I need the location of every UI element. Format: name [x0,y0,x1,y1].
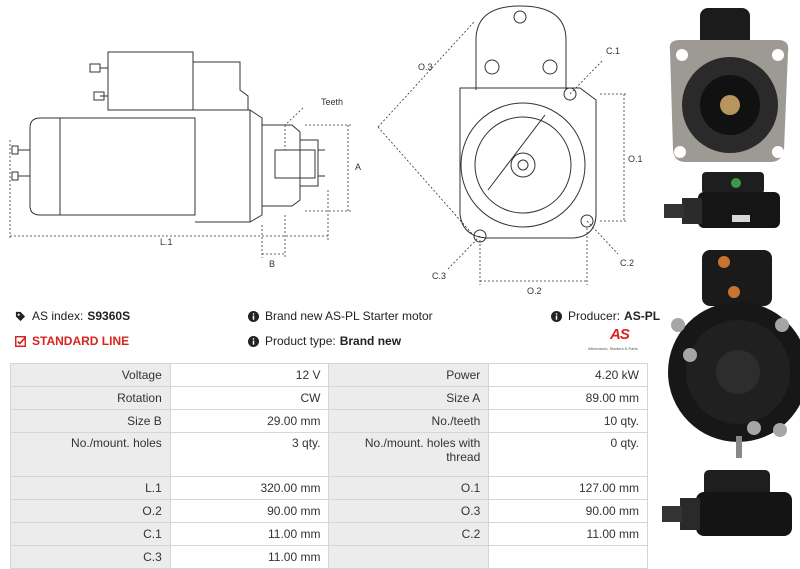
product-type-label: Product type: [265,334,336,348]
spec-value: 90.00 mm [488,499,648,523]
spec-key: C.2 [328,522,490,546]
solenoid-cap-outline [193,61,249,111]
spec-value: 320.00 mm [169,476,330,500]
drive-housing-outline [195,109,263,223]
teeth-label: Teeth [321,97,343,107]
checkbox-icon [15,335,26,347]
photo-front-flange [669,8,789,162]
spec-value: CW [169,386,330,410]
spec-value: 11.00 mm [169,545,330,569]
as-pl-logo: AS Alternators, Starters & Parts [588,326,648,356]
spec-value: 127.00 mm [488,476,648,500]
size-b-label: B [269,259,275,269]
standard-line: STANDARD LINE [15,334,129,348]
spec-value: 3 qty. [169,432,330,477]
producer: Producer: AS-PL [551,309,660,323]
description: Brand new AS-PL Starter motor [248,309,433,323]
spec-key: O.1 [328,476,490,500]
spec-key [328,545,490,569]
o3-label: O.3 [418,62,433,72]
spec-key: Rotation [10,386,171,410]
as-index: AS index: S9360S [15,309,130,323]
logo-subtext: Alternators, Starters & Parts [588,346,638,351]
spec-value: 4.20 kW [488,363,648,387]
spec-key: Voltage [10,363,171,387]
standard-line-text: STANDARD LINE [32,334,130,348]
photo-side-large [662,470,792,536]
spec-key: O.3 [328,499,490,523]
l1-label: L.1 [160,237,173,247]
spec-value [488,545,648,569]
solenoid-outline [107,51,194,111]
hole-c1 [563,87,577,101]
spec-value: 10 qty. [488,409,648,433]
spec-value: 29.00 mm [169,409,330,433]
spec-value: 90.00 mm [169,499,330,523]
spec-key: Size A [328,386,490,410]
product-type: Product type: Brand new [248,334,401,348]
spec-key: O.2 [10,499,171,523]
photo-rear [668,250,800,458]
spec-value: 0 qty. [488,432,648,477]
flange-body-outline [459,87,597,239]
spec-key: No./mount. holes with thread [328,432,490,477]
spec-key: Power [328,363,490,387]
spec-key: C.1 [10,522,171,546]
spec-value: 11.00 mm [169,522,330,546]
c3-label: C.3 [432,271,446,281]
spec-key: Size B [10,409,171,433]
as-index-label: AS index: [32,309,84,323]
flange-top-outline [475,5,567,90]
size-a-label: A [355,162,361,172]
spec-key: C.3 [10,545,171,569]
spec-value: 11.00 mm [488,522,648,546]
description-text: Brand new AS-PL Starter motor [265,309,433,323]
info-icon [248,310,259,322]
as-index-value: S9360S [87,309,131,323]
photo-side-small [664,172,780,228]
motor-body-outline [29,117,196,216]
o1-label: O.1 [628,154,643,164]
spec-value: 89.00 mm [488,386,648,410]
o2-label: O.2 [527,286,542,296]
c1-label: C.1 [606,46,620,56]
spec-value: 12 V [169,363,330,387]
info-icon [248,335,259,347]
product-photos [662,8,800,536]
producer-label: Producer: [568,309,621,323]
logo-mark: AS [610,326,630,343]
tag-icon [15,311,26,321]
info-icon [551,310,562,322]
spec-key: No./mount. holes [10,432,171,477]
product-type-value: Brand new [339,334,402,348]
spec-key: L.1 [10,476,171,500]
spec-key: No./teeth [328,409,490,433]
hole-c2 [580,214,594,228]
technical-drawing: Teeth A B L.1 O.3 O.1 O.2 C.1 C.2 C.3 [9,5,643,296]
producer-value: AS-PL [624,309,661,323]
c2-label: C.2 [620,258,634,268]
